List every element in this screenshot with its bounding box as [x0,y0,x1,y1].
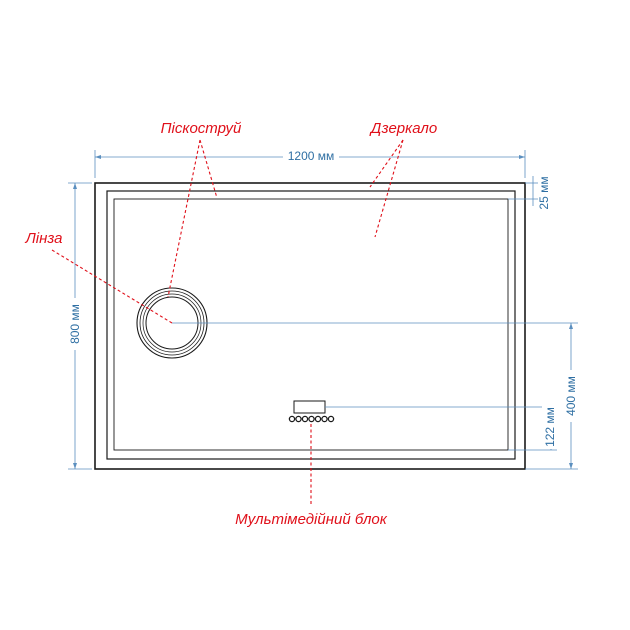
callout-sandblast: Піскоструй [161,120,242,298]
callout-multimedia-label: Мультімедійний блок [235,511,388,528]
width-dimension: 1200 мм [94,148,526,178]
callout-sandblast-label: Піскоструй [161,120,242,137]
height-label: 800 мм [68,304,82,344]
multimedia-height-label: 122 мм [543,407,557,447]
callout-multimedia: Мультімедійний блок [235,424,388,528]
multimedia-height-dimension: 122 мм [325,405,558,451]
width-label: 1200 мм [288,149,335,163]
callout-mirror-label: Дзеркало [369,120,437,137]
sandblast-inner-border [113,198,509,451]
callout-lens-label: Лінза [24,230,62,247]
mirror-outer-frame [94,182,526,470]
edge-inset-dimension: 25 мм [508,176,551,210]
lens-height-dimension: 400 мм [172,322,579,470]
lens-height-label: 400 мм [564,376,578,416]
multimedia-block [288,400,335,423]
callout-mirror: Дзеркало [369,120,437,238]
height-dimension: 800 мм [67,182,92,470]
multimedia-display [293,400,326,414]
edge-inset-label: 25 мм [537,176,551,209]
multimedia-buttons [288,415,335,423]
callout-lens: Лінза [24,230,173,324]
